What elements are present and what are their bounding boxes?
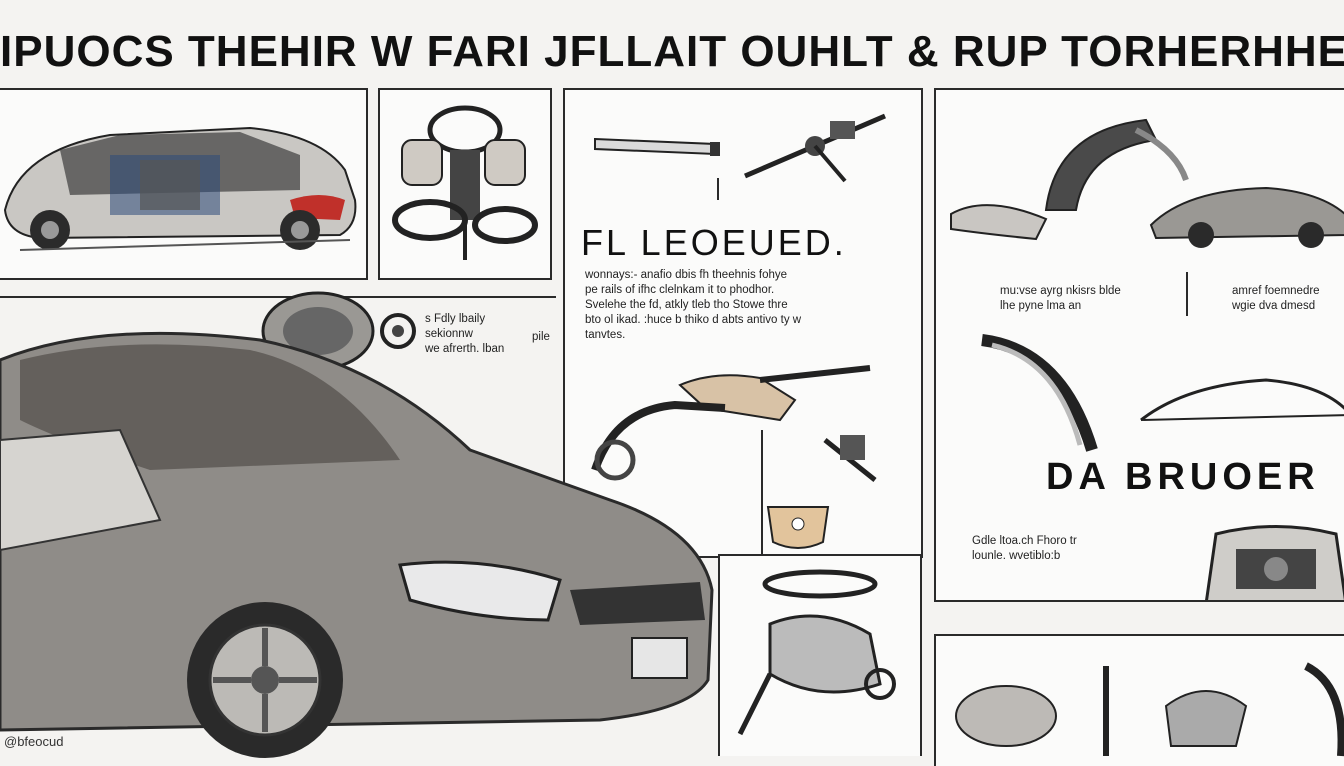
middle-heading: FL LEOEUED. <box>581 222 847 263</box>
drive-shaft-illustration <box>594 137 720 156</box>
left-caption: s Fdly lbaily sekionnw we afrerth. lban <box>425 313 505 355</box>
engine-bay-illustration <box>1205 525 1344 600</box>
car-outline-illustration <box>1140 378 1344 422</box>
corner-caption: @bfeocud <box>4 734 64 749</box>
curved-arm-illustration <box>981 334 1098 452</box>
car-side-illustration <box>1149 186 1344 248</box>
suspension-arm-illustration <box>591 365 877 482</box>
middle-inner-divider <box>761 430 763 556</box>
engine-mechanism-illustration <box>737 569 896 736</box>
robotic-arm-illustration <box>744 113 886 183</box>
assorted-parts-illustration <box>955 662 1344 757</box>
poster-title: IPUOCS THEHIR W FARI JFLLAIT OUHLT & RUP… <box>0 27 1344 76</box>
main-car-illustration <box>0 331 714 758</box>
fender-part-illustration <box>1044 118 1189 211</box>
left-caption-extra: pile <box>532 331 550 343</box>
tan-bracket-illustration <box>766 506 830 549</box>
right-caption-right: amref foemnedre wgie dva dmesd <box>1232 285 1320 312</box>
right-caption-divider <box>1186 272 1188 316</box>
right-caption-bottom: Gdle ltoa.ch Fhoro tr lounle. wvetiblo:b <box>972 535 1077 562</box>
sedan-cutaway-illustration <box>3 126 357 251</box>
panel-bottom-right <box>934 634 1344 766</box>
panel-right-column: mu:vse ayrg nkisrs blde lhe pyne lma an … <box>934 88 1344 602</box>
right-caption-left: mu:vse ayrg nkisrs blde lhe pyne lma an <box>1000 285 1121 312</box>
panel-engine-parts <box>378 88 552 280</box>
right-heading: DA BRUOER <box>1046 456 1320 498</box>
panel-middle-column: FL LEOEUED. wonnays:- anafio dbis fh the… <box>563 88 923 558</box>
wing-part-illustration <box>950 204 1048 241</box>
divider-tick <box>717 178 719 200</box>
left-divider <box>0 296 556 298</box>
panel-sedan-cutaway <box>0 88 368 280</box>
middle-paragraph: wonnays:- anafio dbis fh theehnis fohye … <box>585 269 802 341</box>
panel-bottom-middle <box>718 554 922 756</box>
engine-parts-illustration <box>392 105 538 260</box>
